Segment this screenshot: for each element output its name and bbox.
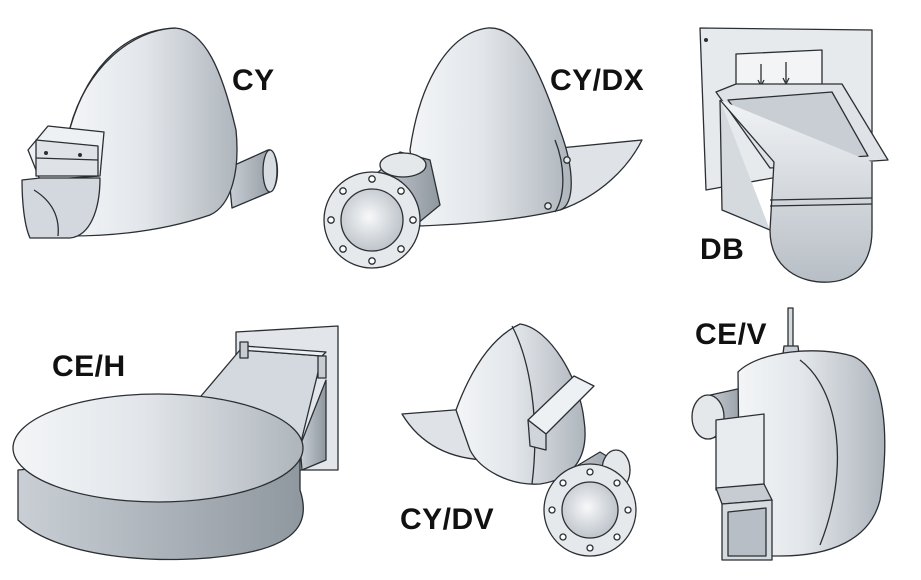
db-diverter-box [699, 27, 889, 283]
label-db: DB [700, 233, 745, 266]
label-ce-h: CE/H [52, 350, 126, 383]
label-ce-v: CE/V [695, 318, 768, 351]
label-cy: CY [232, 64, 275, 97]
label-cy-dv: CY/DV [400, 503, 495, 536]
ceh-horizontal-part [12, 325, 339, 561]
cev-vertical-part [691, 307, 886, 561]
label-cy-dx: CY/DX [550, 64, 645, 97]
cy-cyclone-part [21, 27, 279, 239]
cydx-cyclone-part [323, 27, 643, 269]
cydv-cyclone-part [401, 323, 637, 557]
